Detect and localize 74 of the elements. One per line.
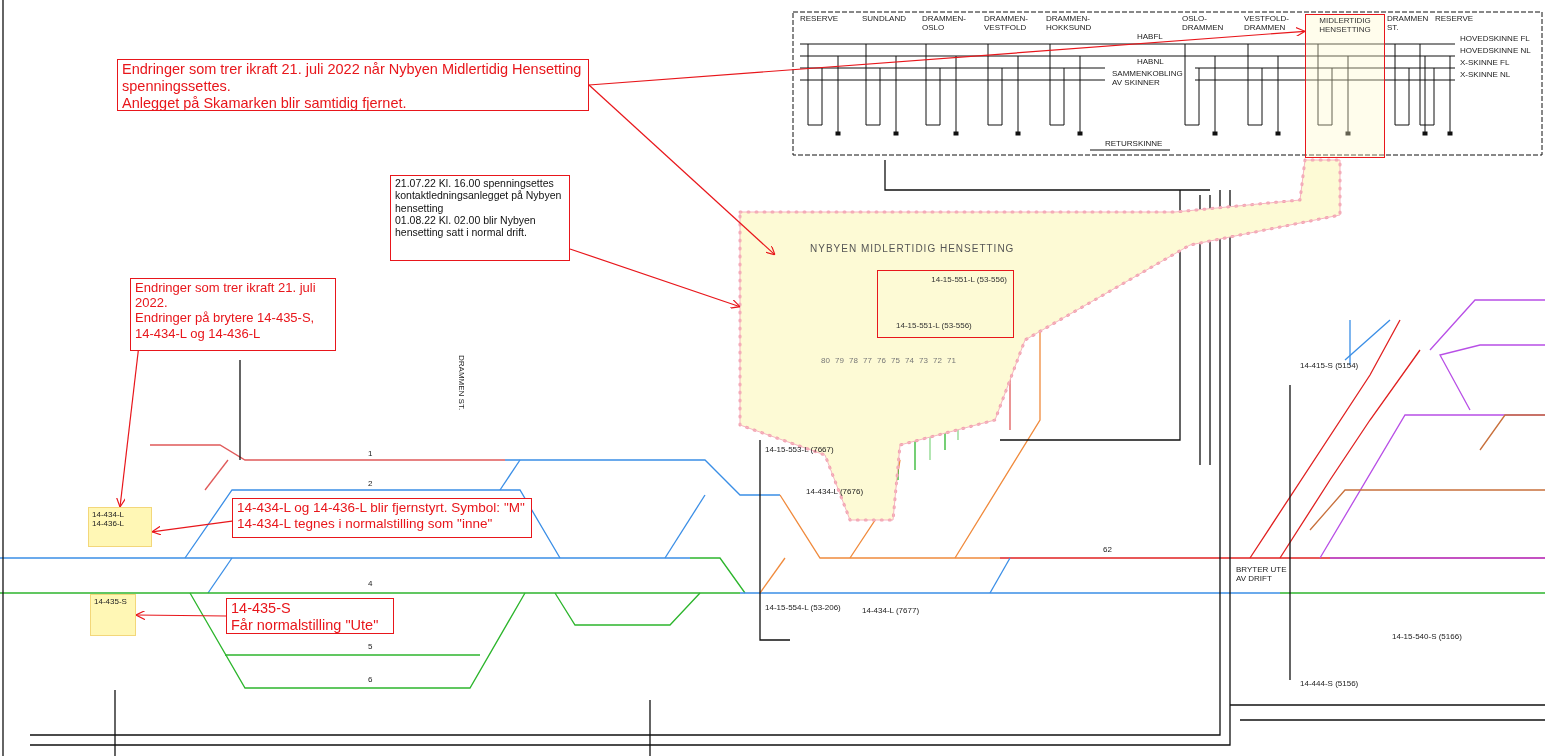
track-number: 62 bbox=[1103, 546, 1112, 555]
note-text: Anlegget på Skamarken blir samtidig fjernet. bbox=[122, 94, 408, 112]
highlight-box bbox=[88, 507, 152, 547]
switch-label: 14-434-L bbox=[92, 510, 126, 520]
track-number: 1 bbox=[368, 450, 373, 459]
highlight-box bbox=[90, 594, 136, 636]
track-number: 78 bbox=[849, 357, 858, 366]
track-number: 2 bbox=[368, 480, 373, 489]
note-text: Endringer som trer ikraft 21. juli 2022 når Nybyen Midlertidig Hensetting spenningssettes. bbox=[122, 61, 583, 95]
track-number: 80 bbox=[821, 357, 830, 366]
note-text: Endringer som trer ikraft 21. juli 2022. bbox=[135, 280, 317, 311]
arrow bbox=[116, 350, 139, 508]
switch-label: 14-15-551-L (53-556) bbox=[896, 321, 972, 330]
track-number: 74 bbox=[905, 357, 914, 366]
drawing-label: VESTFOLD-DRAMMEN bbox=[1244, 15, 1290, 33]
highlight-frame bbox=[877, 270, 1014, 338]
note-text: 01.08.22 Kl. 02.00 blir Nybyen hensetting satt i normal drift. bbox=[395, 213, 537, 239]
drawing-label: RESERVE bbox=[1435, 15, 1475, 24]
drawing-label: X-SKINNE FL bbox=[1460, 59, 1510, 68]
arrow bbox=[588, 26, 1306, 86]
area-title: NYBYEN MIDLERTIDIG HENSETTING bbox=[810, 243, 1015, 254]
drawing-label: SUNDLAND bbox=[862, 15, 907, 24]
note-text: 14-435-S bbox=[231, 600, 292, 617]
drawing-label: HABFL bbox=[1137, 33, 1163, 42]
track-number: 5 bbox=[368, 643, 373, 652]
drawing-label: DRAMMEN-VESTFOLD bbox=[984, 15, 1029, 33]
highlight-frame bbox=[1305, 14, 1385, 158]
drawing-label: 14-434-L (7677) bbox=[862, 607, 920, 616]
drawing-label: 14-434-L (7676) bbox=[806, 488, 864, 497]
drawing-label: HOVEDSKINNE FL bbox=[1460, 35, 1530, 44]
track-number: 71 bbox=[947, 357, 956, 366]
note-text: Får normalstilling "Ute" bbox=[231, 616, 380, 634]
track-number: 75 bbox=[891, 357, 900, 366]
drawing-label: X-SKINNE NL bbox=[1460, 71, 1511, 80]
arrow bbox=[151, 520, 233, 536]
drawing-label: DRAMMEN ST. bbox=[1387, 15, 1430, 33]
switch-label: 14-435-S bbox=[94, 597, 128, 607]
switch-label: 14-436-L bbox=[92, 519, 126, 529]
column-heading: MIDLERTIDIG HENSETTING bbox=[1318, 17, 1372, 35]
drawing-label: DRAMMEN ST. bbox=[456, 355, 465, 411]
drawing-label: DRAMMEN-OSLO bbox=[922, 15, 967, 33]
arrow bbox=[569, 248, 741, 309]
arrow bbox=[135, 610, 227, 621]
drawing-label: HOVEDSKINNE NL bbox=[1460, 47, 1531, 56]
note-text: 14-434-L og 14-436-L blir fjernstyrt. Symbol: "M" bbox=[237, 500, 526, 516]
track-number: 77 bbox=[863, 357, 872, 366]
drawing-label: 14-15-553-L (7667) bbox=[765, 446, 834, 455]
callout-box bbox=[117, 59, 589, 111]
drawing-label: DRAMMEN-HOKKSUND bbox=[1046, 15, 1093, 33]
drawing-label: 14-15-540-S (5166) bbox=[1392, 633, 1462, 642]
drawing-label: RETURSKINNE bbox=[1105, 140, 1163, 149]
drawing-label: 14-415-S (5154) bbox=[1300, 362, 1359, 371]
note-text: Endringer på brytere 14-435-S, 14-434-L og 14-436-L bbox=[135, 310, 316, 341]
callout-box bbox=[232, 498, 532, 538]
drawing-label: OSLO-DRAMMEN bbox=[1182, 15, 1225, 33]
track-number: 6 bbox=[368, 676, 373, 685]
note-text: 14-434-L tegnes i normalstilling som "inne" bbox=[237, 515, 494, 532]
drawing-label: SAMMENKOBLING AV SKINNER bbox=[1112, 70, 1184, 88]
switch-label: 14-15-551-L (53-556) bbox=[931, 275, 1007, 284]
track-number: 73 bbox=[919, 357, 928, 366]
track-number: 4 bbox=[368, 580, 373, 589]
track-number: 76 bbox=[877, 357, 886, 366]
drawing-label: BRYTER UTE AV DRIFT bbox=[1236, 566, 1288, 584]
drawing-label: 14-15-554-L (53-206) bbox=[765, 604, 841, 613]
note-text: 21.07.22 Kl. 16.00 spenningsettes kontaktledningsanlegget på Nybyen hensetting bbox=[395, 177, 563, 214]
drawing-label: 14-444-S (5156) bbox=[1300, 680, 1359, 689]
callout-box bbox=[226, 598, 394, 634]
callout-box bbox=[390, 175, 570, 261]
drawing-label: RESERVE bbox=[800, 15, 840, 24]
arrow bbox=[588, 84, 776, 256]
track-number: 72 bbox=[933, 357, 942, 366]
callout-box bbox=[130, 278, 336, 351]
drawing-label: HABNL bbox=[1137, 58, 1164, 67]
track-number: 79 bbox=[835, 357, 844, 366]
